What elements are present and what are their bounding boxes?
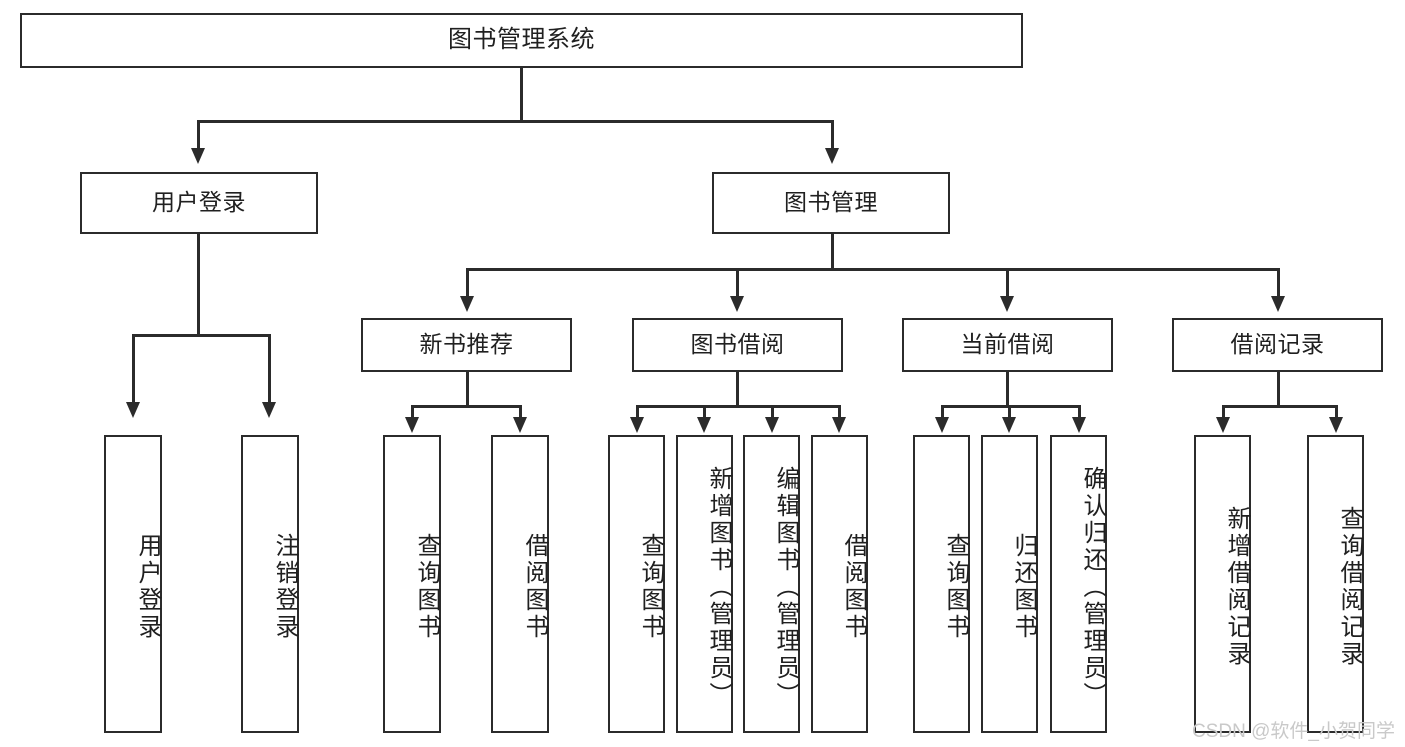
arrow-to-leaf-logout	[262, 402, 276, 418]
arrow-to-borrow-record-leaf-1	[1216, 417, 1230, 433]
connector-book-borrow-trunk	[736, 372, 739, 405]
node-new-book-recommend[interactable]: 新书推荐	[361, 318, 572, 372]
connector-current-borrow-leaf-3	[1078, 405, 1081, 419]
connector-current-borrow-bus	[941, 405, 1080, 408]
leaf-label: 确认归还（管理员）	[1079, 465, 1106, 709]
node-root-system[interactable]: 图书管理系统	[20, 13, 1023, 68]
connector-new-book-leaf-1	[411, 405, 414, 419]
arrow-to-book-borrow-leaf-1	[630, 417, 644, 433]
connector-borrow-record-trunk	[1277, 372, 1280, 405]
arrow-to-borrow-book	[730, 296, 744, 312]
leaf-label: 新增借阅记录	[1223, 506, 1250, 668]
arrow-to-current-borrow	[1000, 296, 1014, 312]
connector-user-login-leaf-1	[132, 334, 135, 404]
connector-book-mgmt-to-borrow-book	[736, 268, 739, 298]
leaf-user-login[interactable]: 用户登录	[104, 435, 162, 733]
arrow-to-current-borrow-leaf-3	[1072, 417, 1086, 433]
connector-book-borrow-leaf-2	[703, 405, 706, 419]
node-borrow-record[interactable]: 借阅记录	[1172, 318, 1383, 372]
connector-book-borrow-bus	[636, 405, 840, 408]
arrow-to-book-borrow-leaf-2	[697, 417, 711, 433]
leaf-logout[interactable]: 注销登录	[241, 435, 299, 733]
connector-book-borrow-leaf-3	[771, 405, 774, 419]
connector-new-book-trunk	[466, 372, 469, 405]
connector-borrow-record-leaf-2	[1335, 405, 1338, 419]
node-book-borrow[interactable]: 图书借阅	[632, 318, 843, 372]
leaf-label: 借阅图书	[840, 533, 867, 641]
leaf-label: 查询图书	[413, 533, 440, 641]
leaf-label: 注销登录	[271, 533, 298, 641]
connector-root-trunk	[520, 68, 523, 120]
leaf-borrow-edit-book[interactable]: 编辑图书（管理员）	[743, 435, 800, 733]
connector-user-login-bus	[132, 334, 270, 337]
connector-book-mgmt-bus	[466, 268, 1277, 271]
leaf-label: 用户登录	[134, 533, 161, 641]
leaf-record-add[interactable]: 新增借阅记录	[1194, 435, 1251, 733]
arrow-to-borrow-record	[1271, 296, 1285, 312]
connector-borrow-record-leaf-1	[1222, 405, 1225, 419]
leaf-label: 查询图书	[942, 533, 969, 641]
connector-current-borrow-leaf-2	[1008, 405, 1011, 419]
leaf-label: 编辑图书（管理员）	[772, 465, 799, 709]
leaf-current-return-book[interactable]: 归还图书	[981, 435, 1038, 733]
leaf-label: 查询图书	[637, 533, 664, 641]
leaf-borrow-query-book[interactable]: 查询图书	[608, 435, 665, 733]
arrow-to-current-borrow-leaf-2	[1002, 417, 1016, 433]
arrow-to-new-book	[460, 296, 474, 312]
connector-root-to-book-mgmt	[831, 120, 834, 150]
leaf-borrow-borrow-book[interactable]: 借阅图书	[811, 435, 868, 733]
arrow-to-new-book-leaf-2	[513, 417, 527, 433]
arrow-to-leaf-user-login	[126, 402, 140, 418]
leaf-new-book-borrow[interactable]: 借阅图书	[491, 435, 549, 733]
arrow-to-book-borrow-leaf-4	[832, 417, 846, 433]
connector-user-login-trunk	[197, 234, 200, 334]
connector-root-bus	[197, 120, 833, 123]
connector-root-to-user-login	[197, 120, 200, 150]
connector-book-mgmt-to-current-borrow	[1006, 268, 1009, 298]
connector-borrow-record-bus	[1222, 405, 1337, 408]
leaf-borrow-add-book[interactable]: 新增图书（管理员）	[676, 435, 733, 733]
connector-book-mgmt-trunk	[831, 234, 834, 268]
connector-book-borrow-leaf-1	[636, 405, 639, 419]
arrow-to-user-login	[191, 148, 205, 164]
arrow-to-current-borrow-leaf-1	[935, 417, 949, 433]
leaf-label: 归还图书	[1010, 533, 1037, 641]
connector-user-login-leaf-2	[268, 334, 271, 404]
connector-current-borrow-trunk	[1006, 372, 1009, 405]
arrow-to-book-borrow-leaf-3	[765, 417, 779, 433]
connector-book-mgmt-to-new-book	[466, 268, 469, 298]
node-book-management[interactable]: 图书管理	[712, 172, 950, 234]
leaf-label: 借阅图书	[521, 533, 548, 641]
arrow-to-borrow-record-leaf-2	[1329, 417, 1343, 433]
leaf-new-book-query[interactable]: 查询图书	[383, 435, 441, 733]
leaf-current-query-book[interactable]: 查询图书	[913, 435, 970, 733]
leaf-label: 新增图书（管理员）	[705, 465, 732, 709]
connector-new-book-leaf-2	[519, 405, 522, 419]
arrow-to-book-mgmt	[825, 148, 839, 164]
node-user-login[interactable]: 用户登录	[80, 172, 318, 234]
node-current-borrow[interactable]: 当前借阅	[902, 318, 1113, 372]
leaf-record-query[interactable]: 查询借阅记录	[1307, 435, 1364, 733]
watermark-text: CSDN @软件_小贺同学	[1192, 721, 1395, 742]
leaf-label: 查询借阅记录	[1336, 506, 1363, 668]
arrow-to-new-book-leaf-1	[405, 417, 419, 433]
connector-book-borrow-leaf-4	[838, 405, 841, 419]
connector-book-mgmt-to-borrow-record	[1277, 268, 1280, 298]
leaf-current-confirm-return[interactable]: 确认归还（管理员）	[1050, 435, 1107, 733]
connector-new-book-bus	[411, 405, 521, 408]
connector-current-borrow-leaf-1	[941, 405, 944, 419]
